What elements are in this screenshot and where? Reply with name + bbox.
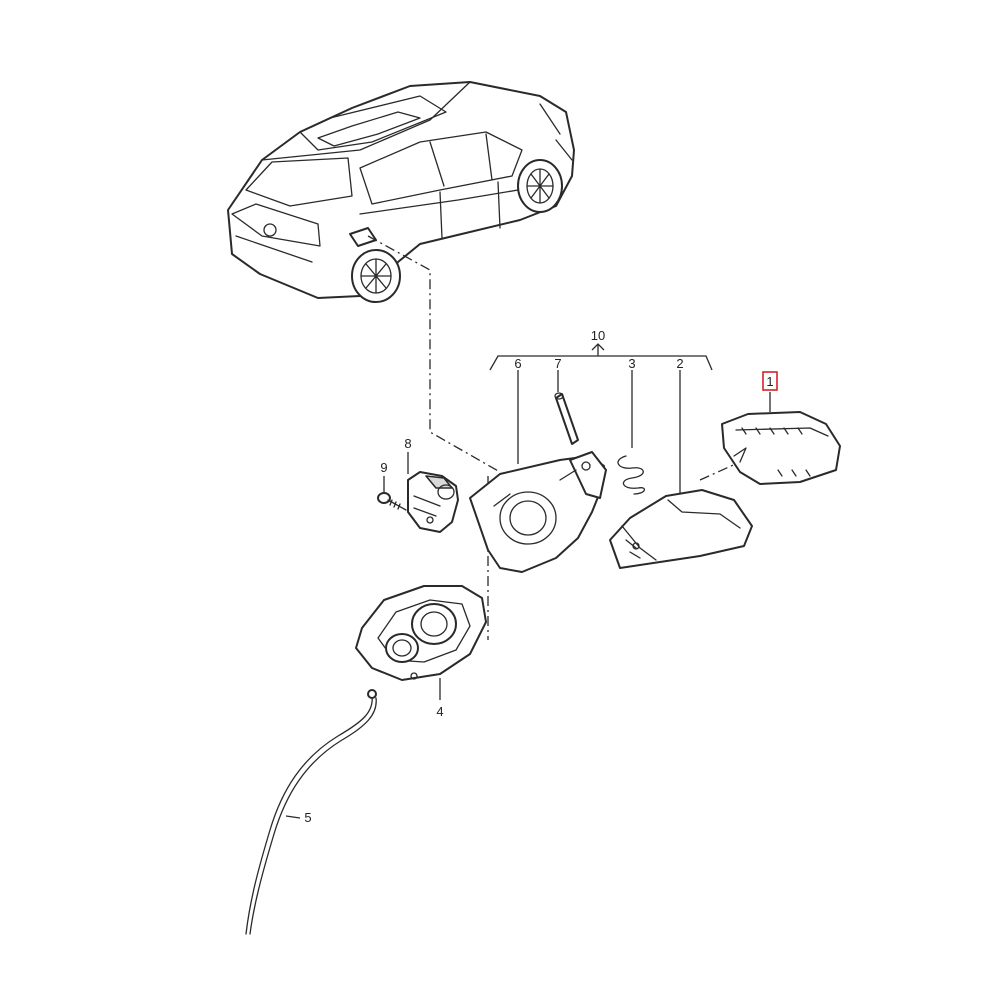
callout-2: 2 [676,356,683,371]
callout-labels: 1 2 3 4 5 6 7 8 9 10 [304,328,778,825]
callout-3: 3 [628,356,635,371]
callout-10: 10 [591,328,605,343]
highlight-box-1 [762,371,778,391]
part-4-filler-housing [355,585,487,700]
part-6-housing [469,370,607,573]
callout-4: 4 [436,704,443,719]
callout-5: 5 [304,810,311,825]
part-3-spring [617,370,645,495]
callout-8: 8 [404,436,411,451]
callout-7: 7 [554,356,561,371]
callout-1: 1 [766,374,773,389]
callout-6: 6 [514,356,521,371]
group-bracket-10 [489,343,713,371]
part-2-seal [609,370,753,569]
car-illustration [227,81,575,303]
part-1-fuel-flap [721,392,841,485]
part-9-screw [377,476,407,511]
callout-9: 9 [380,460,387,475]
part-5-cable [245,689,377,935]
part-7-pin [554,370,579,445]
part-8-actuator [407,452,459,533]
